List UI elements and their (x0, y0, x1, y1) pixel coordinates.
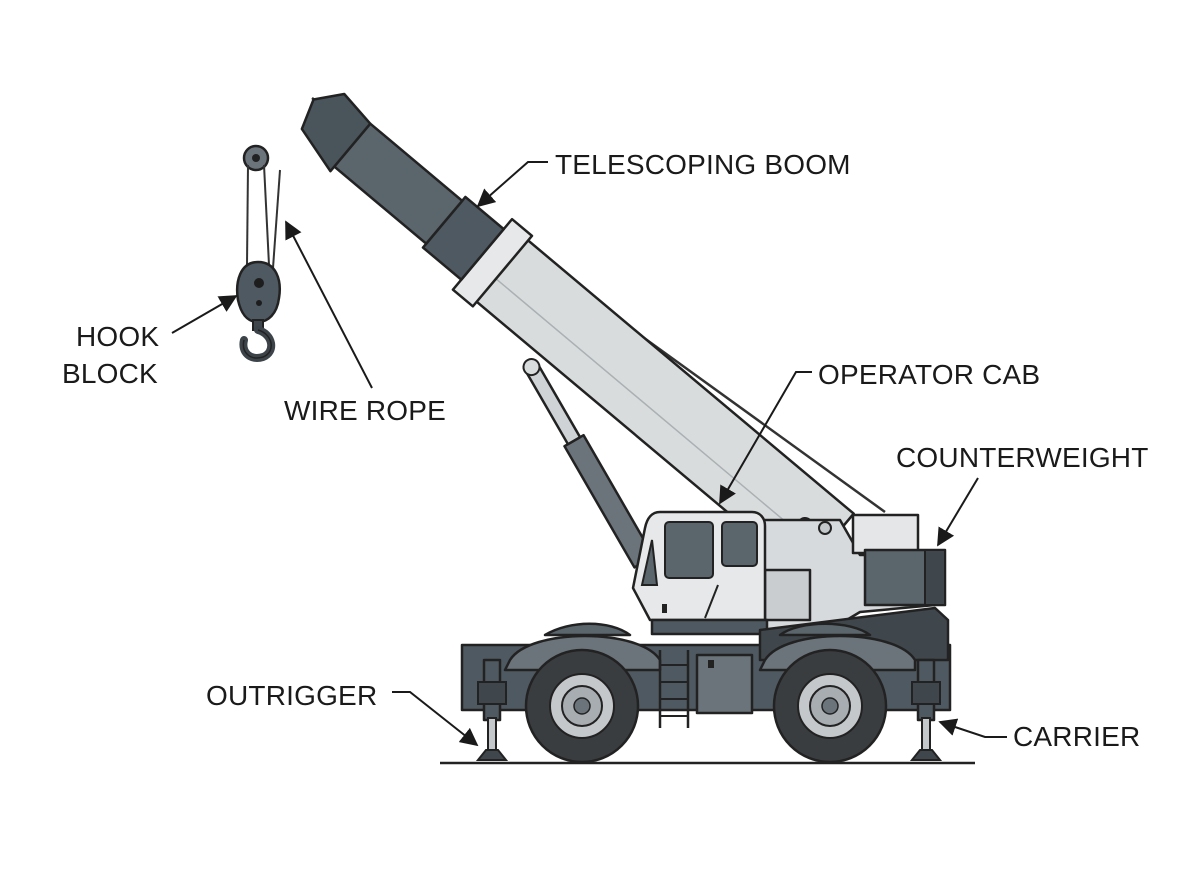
boom-head (300, 92, 372, 173)
access-ladder (658, 650, 690, 728)
label-carrier: CARRIER (1013, 721, 1140, 752)
front-outrigger (475, 658, 509, 761)
label-telescoping-boom: TELESCOPING BOOM (555, 149, 851, 180)
leader-wire-rope (285, 220, 373, 389)
label-outrigger: OUTRIGGER (206, 680, 377, 711)
cab-window-side (721, 521, 758, 567)
counterweight (851, 513, 947, 607)
operator-cab (631, 510, 769, 636)
front-wheel (524, 648, 640, 764)
label-wire-rope: WIRE ROPE (284, 395, 446, 426)
leader-operator-cab (719, 371, 812, 505)
wire-rope-line-2 (263, 164, 270, 266)
leader-telescoping-boom (476, 161, 548, 208)
label-operator-cab: OPERATOR CAB (818, 359, 1040, 390)
leader-outrigger (392, 691, 479, 747)
label-hook-block-line2: BLOCK (62, 358, 158, 389)
wire-rope-line-1 (246, 164, 249, 266)
leader-hook-block (171, 295, 238, 334)
leader-carrier (938, 718, 1007, 738)
rear-outrigger (909, 658, 943, 761)
storage-box (695, 653, 754, 715)
label-hook-block-line1: HOOK (76, 321, 159, 352)
leader-counterweight (937, 477, 979, 547)
telescoping-boom (300, 92, 855, 577)
rear-wheel (772, 648, 888, 764)
hook-block (236, 260, 281, 362)
cab-window-front (664, 521, 714, 579)
label-counterweight: COUNTERWEIGHT (896, 442, 1149, 473)
wire-rope-line-3 (272, 169, 281, 269)
